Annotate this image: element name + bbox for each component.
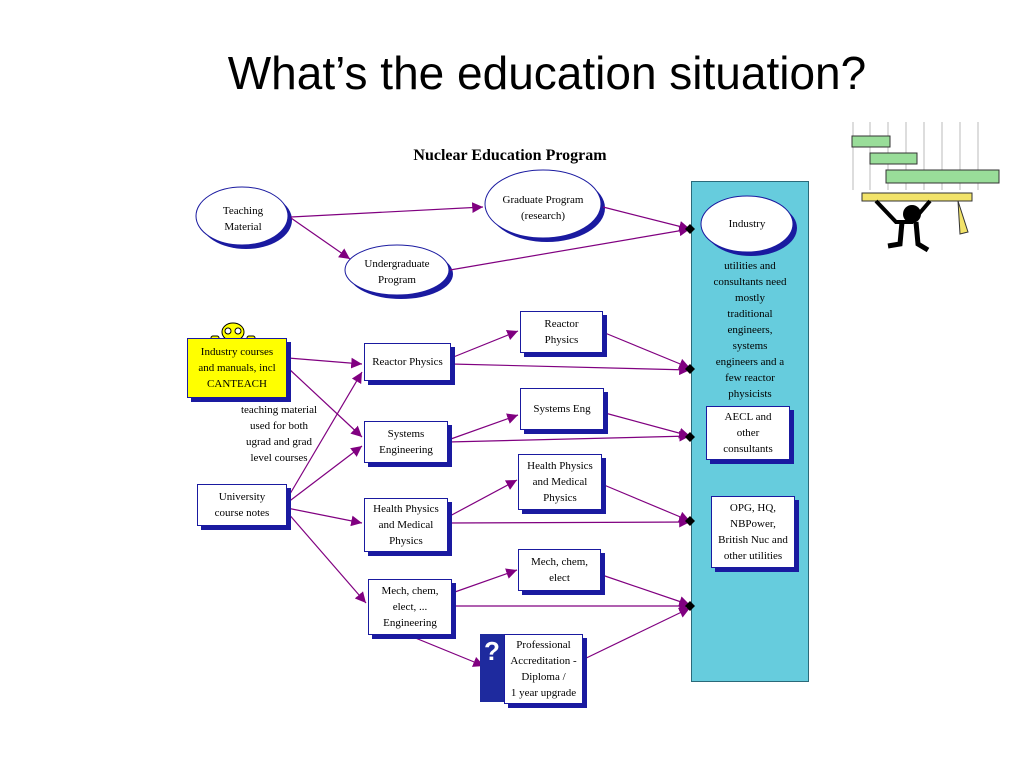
arrow-health-specialty-to-industry <box>603 484 691 522</box>
question-mark-icon: ? <box>480 634 504 702</box>
health-physics-program-box: Health Physics and Medical Physics <box>364 498 448 552</box>
weightlifter-clipart-icon <box>851 122 1000 253</box>
arrow-health-to-industry <box>447 516 691 528</box>
arrow-university-to-reactor <box>286 371 363 500</box>
connector-diamond <box>685 516 695 526</box>
arrow-reactor-to-industry <box>450 363 691 376</box>
arrow-university-to-mech <box>286 511 367 604</box>
connector-diamond <box>685 432 695 442</box>
reactor-physics-box: Reactor Physics <box>364 343 451 381</box>
arrow-university-to-systems <box>286 445 363 504</box>
arrow-health-to-specialty <box>447 479 518 518</box>
undergraduate-program-label: Undergraduate Program <box>364 258 430 286</box>
arrow-university-to-health <box>286 507 363 527</box>
diagram-title: Nuclear Education Program <box>413 147 607 164</box>
systems-engineering-box: Systems Engineering <box>364 421 448 463</box>
cloud-undergraduate-program <box>344 244 453 299</box>
arrow-systems-to-specialty <box>447 413 519 441</box>
accreditation-box: Professional Accreditation - Diploma / 1… <box>504 634 583 704</box>
slide-title: What’s the education situation? <box>227 47 867 99</box>
health-physics-specialty-box: Health Physics and Medical Physics <box>518 454 602 510</box>
cloud-teaching-material <box>195 186 292 249</box>
arrow-undergraduate-to-industry <box>449 225 691 271</box>
arrow-mech-to-specialty <box>451 568 518 594</box>
arrow-accreditation-to-industry <box>577 607 691 663</box>
arrow-graduate-to-industry <box>602 206 691 232</box>
connector-diamond <box>685 364 695 374</box>
utilities-box: OPG, HQ, NBPower, British Nuc and other … <box>711 496 795 568</box>
teaching-material-note: teaching material used for both ugrad an… <box>240 404 318 464</box>
arrow-mech-specialty-to-industry <box>601 574 691 607</box>
arrow-industry-courses-to-reactor <box>287 357 363 369</box>
mech-engineering-box: Mech, chem, elect, ... Engineering <box>368 579 452 635</box>
industry-label: Industry <box>728 218 766 230</box>
arrow-systems-to-industry <box>447 430 691 443</box>
arrow-systems-specialty-to-industry <box>604 412 691 439</box>
connector-diamond <box>685 601 695 611</box>
arrow-teaching-to-graduate <box>290 202 484 218</box>
arrow-reactor-to-specialty <box>450 330 519 359</box>
graduate-program-label: Graduate Program (research) <box>502 194 584 222</box>
cloud-graduate-program <box>484 169 605 242</box>
arrow-mech-to-accreditation <box>407 634 485 667</box>
arrow-reactor-specialty-to-industry <box>604 332 691 369</box>
industry-courses-box: Industry courses and manuals, incl CANTE… <box>187 338 287 398</box>
university-course-notes-box: University course notes <box>197 484 287 526</box>
reactor-physics-specialty-box: Reactor Physics <box>520 311 603 353</box>
mech-specialty-box: Mech, chem, elect <box>518 549 601 591</box>
teaching-material-label: Teaching Material <box>222 205 264 233</box>
aecl-consultants-box: AECL and other consultants <box>706 406 790 460</box>
connector-diamond <box>685 224 695 234</box>
arrow-industry-courses-to-systems <box>287 367 363 438</box>
systems-eng-specialty-box: Systems Eng <box>520 388 604 430</box>
connection-diamonds <box>685 224 695 611</box>
arrow-teaching-to-undergraduate <box>290 217 351 260</box>
industry-needs-text: utilities and consultants need mostly tr… <box>713 260 787 400</box>
arrows <box>286 202 691 667</box>
cloud-industry <box>700 195 797 256</box>
